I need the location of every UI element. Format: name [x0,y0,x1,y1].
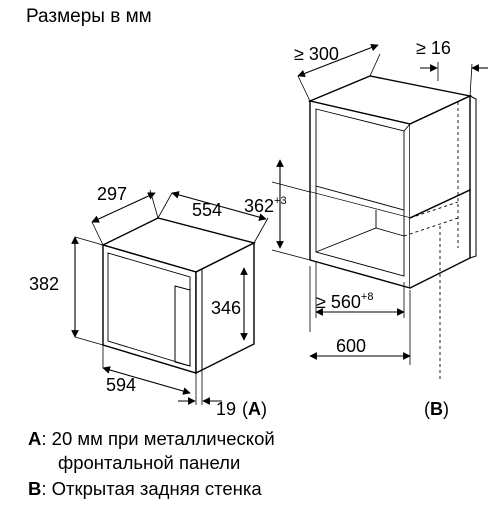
dim-niche-opening-width: ≥ 560+8 [316,291,373,312]
dim-niche-top-depth: ≥ 300 [294,44,339,64]
dim-unit-depth: 297 [97,184,127,204]
dim-unit-height: 382 [29,274,59,294]
legend-b: B: Открытая задняя стенка [28,478,262,500]
dim-frame-offset: 19 [216,399,236,419]
niche-back-ref: (B) [424,399,449,419]
niche-cabinet [307,75,477,289]
ref-letter-b: B [430,399,443,419]
legend-b-letter: B [28,478,42,499]
dim-niche-side-gap: ≥ 16 [416,38,451,58]
legend-a: A: 20 мм при металлической [28,428,275,450]
legend-b-text: : Открытая задняя стенка [41,478,262,499]
dim-front-width: 594 [106,375,136,395]
dim-front-height: 346 [211,298,241,318]
drawing-title: Размеры в мм [26,6,152,27]
ref-letter-a: A [248,399,261,419]
open-back-dashes [403,102,459,380]
dim-niche-opening-height: 362+3 [244,195,287,216]
legend-a-text: : 20 мм при металлической [41,428,275,449]
legend-a-letter: A [28,428,42,449]
dim-cabinet-width: 600 [336,336,366,356]
dim-unit-width: 554 [192,200,222,220]
microwave-unit [101,217,256,375]
legend-a-line2: фронтальной панели [58,452,241,473]
dim-frame-offset-ref: (A) [242,399,267,419]
